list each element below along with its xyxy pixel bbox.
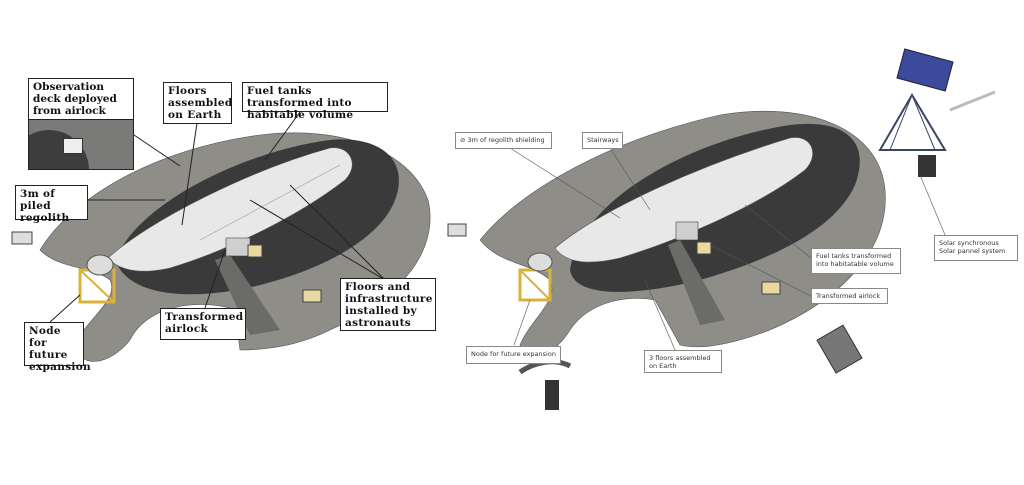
label-transformed-airlock-right: Transformed airlock	[811, 288, 888, 304]
label-floors-infrastructure: Floors and infrastructure installed by a…	[340, 278, 436, 331]
label-node-expansion-right: Node for future expansion	[466, 346, 561, 364]
observation-deck-inset-image	[28, 120, 134, 170]
label-floors-assembled-right: 3 floors assembled on Earth	[644, 350, 722, 373]
rover	[302, 289, 322, 303]
node-module	[518, 252, 553, 302]
label-fuel-tanks: Fuel tanks transformed into habitable vo…	[242, 82, 388, 121]
label-stairways: Stairways	[582, 132, 623, 149]
left-habitat	[11, 111, 431, 362]
label-floors-assembled: Floors assembled on Earth	[163, 82, 232, 124]
label-node-expansion: Node for future expansion	[24, 322, 91, 373]
solar-array	[518, 359, 572, 410]
airlock-module	[225, 237, 251, 257]
airlock-module	[675, 221, 699, 241]
label-fuel-tanks-right: Fuel tanks transformed into habitatable …	[811, 248, 901, 274]
rover	[447, 223, 467, 237]
rover	[761, 281, 781, 295]
solar-tower	[878, 48, 996, 177]
right-habitat	[447, 48, 996, 410]
observation-deck-callout: Observation deck deployed from airlock	[28, 78, 134, 170]
rover	[247, 244, 263, 258]
habitat-hull	[554, 137, 813, 263]
label-piled-regolith: 3m of piled regolith	[15, 185, 88, 224]
node-module	[78, 254, 116, 304]
label-solar-system: Solar synchronous Solar pannel system	[934, 235, 1018, 261]
label-observation-deck: Observation deck deployed from airlock	[28, 78, 134, 120]
rover	[696, 241, 712, 255]
label-regolith-shielding: ⊘ 3m of regolith shielding	[455, 132, 552, 149]
rover	[11, 231, 33, 245]
solar-array	[816, 324, 863, 374]
habitat-hull	[107, 147, 353, 272]
label-transformed-airlock: Transformed airlock	[160, 308, 246, 340]
